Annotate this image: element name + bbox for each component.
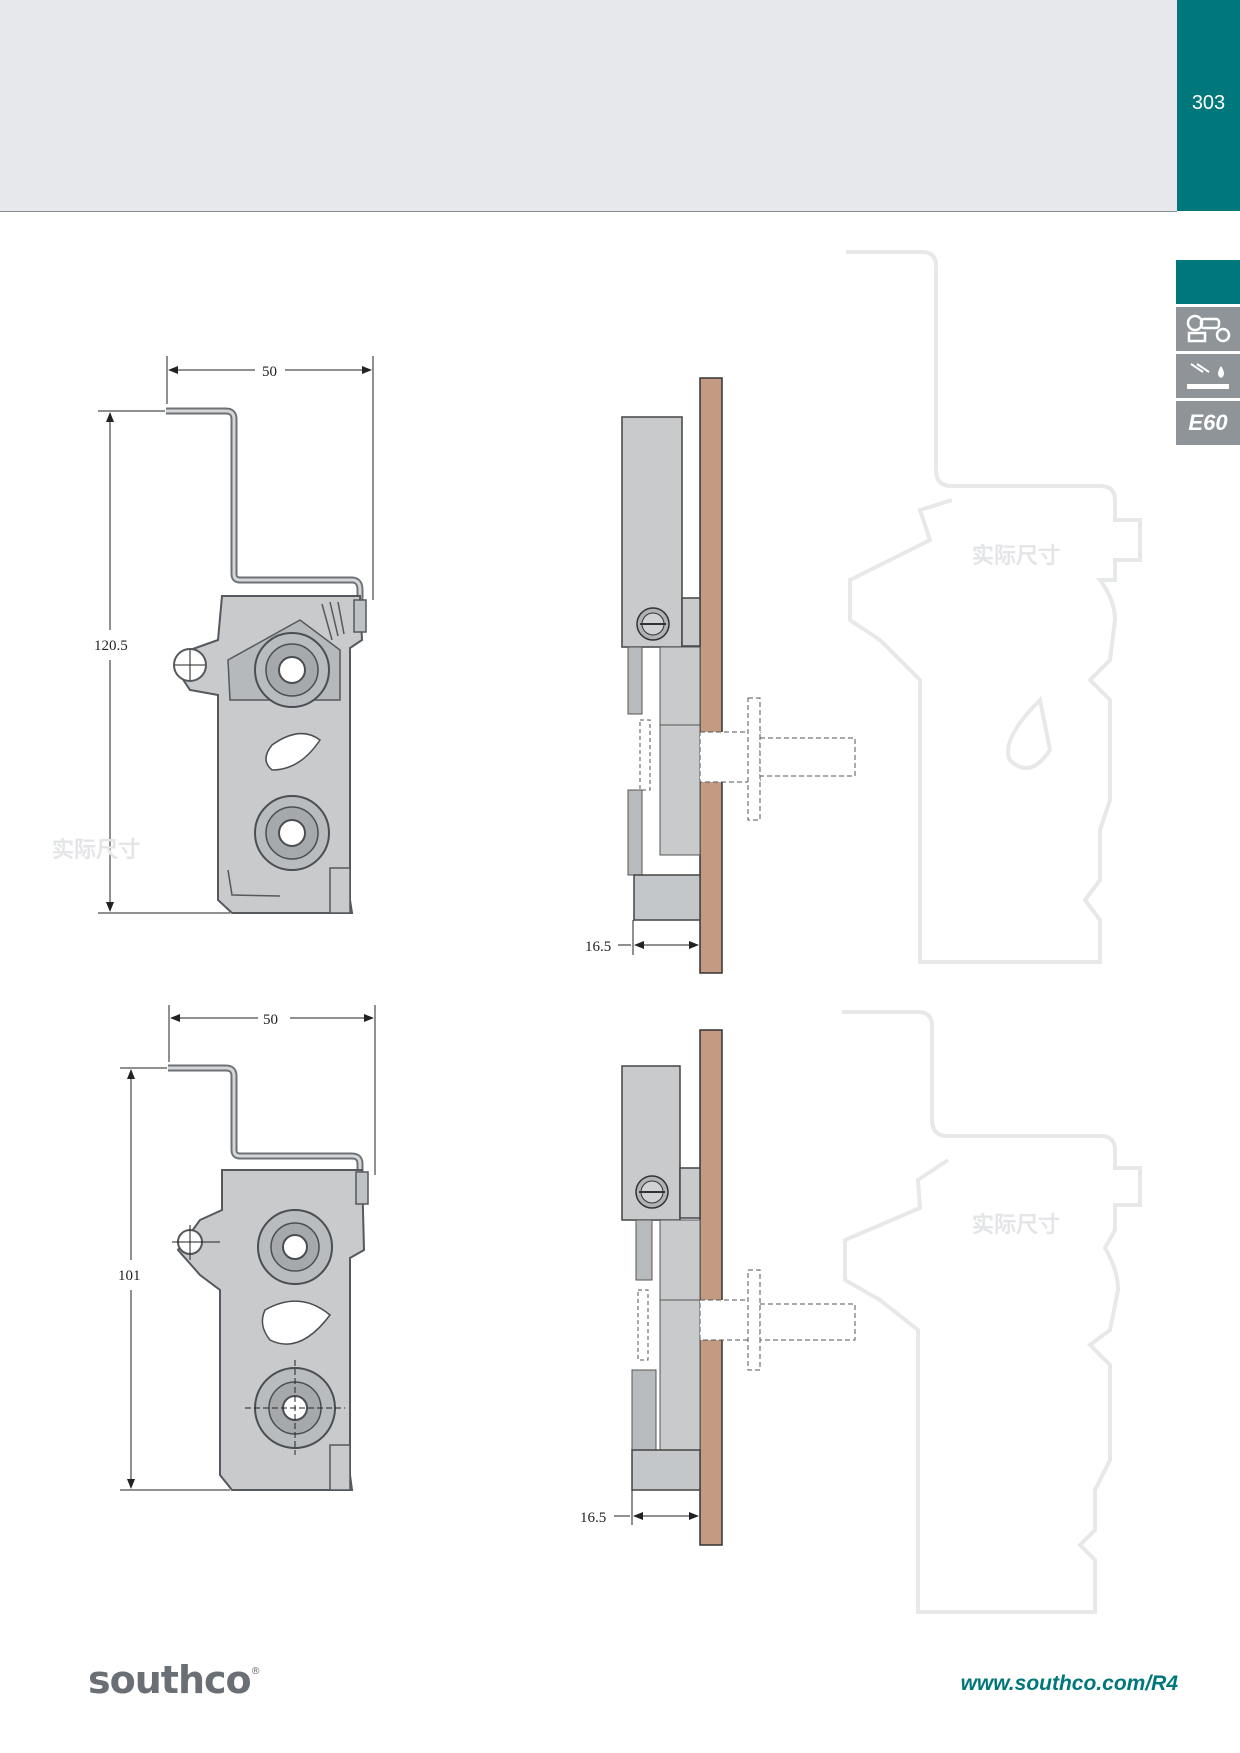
rotary-latch-icon	[1176, 307, 1240, 351]
lower-side-view: 16.5	[580, 1029, 856, 1546]
lower-width-dimension: 50	[263, 1012, 278, 1028]
upper-front-view: 50 120.5	[94, 356, 374, 914]
lower-offset-dimension: 16.5	[580, 1510, 606, 1526]
side-tab-strip: E60	[1176, 260, 1240, 448]
page-number-tab	[1177, 0, 1240, 211]
watermark-label: 实际尺寸	[972, 543, 1060, 569]
watermark-outline-lower	[842, 1010, 1142, 1614]
lower-height-dimension: 101	[118, 1268, 141, 1284]
registered-mark: ®	[250, 1666, 261, 1677]
side-tab-blank	[1176, 260, 1240, 304]
upper-panel	[699, 377, 723, 974]
e60-flame-icon: E60	[1176, 401, 1240, 445]
upper-side-view: 16.5	[585, 377, 856, 974]
lower-front-view: 50 101	[118, 1005, 376, 1491]
lower-panel	[699, 1029, 723, 1546]
upper-offset-dimension: 16.5	[585, 939, 611, 955]
watermark-outline-upper	[846, 250, 1142, 964]
environment-resistance-icon	[1176, 354, 1240, 398]
brand-name: southco	[88, 1658, 252, 1702]
upper-width-dimension: 50	[262, 364, 277, 380]
page-number: 303	[1191, 92, 1226, 114]
footer-url-link[interactable]: www.southco.com/R4	[960, 1672, 1178, 1695]
upper-height-dimension: 120.5	[94, 638, 128, 654]
watermark-label: 实际尺寸	[972, 1212, 1060, 1238]
watermark-label: 实际尺寸	[52, 837, 140, 863]
header-band	[0, 0, 1177, 212]
southco-logo: southco®	[88, 1658, 261, 1702]
